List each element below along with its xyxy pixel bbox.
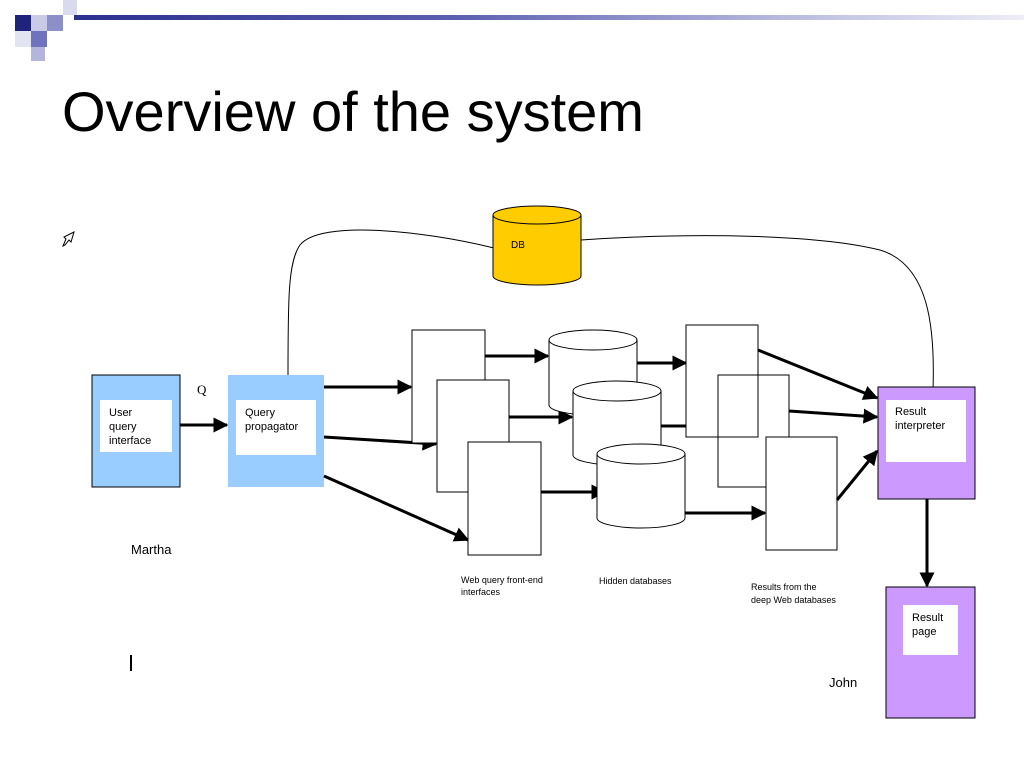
db-connector-left	[287, 229, 495, 378]
query-propagator-box: Query propagator	[228, 375, 324, 487]
result-box-3	[765, 436, 838, 551]
header-square-blue	[31, 31, 47, 47]
martha-label: Martha	[131, 542, 172, 557]
db-label: DB	[511, 240, 525, 251]
bullet-icon	[62, 231, 75, 248]
header-square-navy	[15, 15, 31, 31]
svg-text:Query propagator: Query propagator	[245, 407, 299, 433]
frontend-interface-box-3	[467, 441, 542, 556]
result-page-box: Result page	[885, 586, 976, 719]
db-cylinder: DB	[492, 205, 582, 286]
header-gradient-bar	[74, 15, 1024, 20]
svg-text:User query interfa: User query interface	[109, 407, 151, 447]
slide-title: Overview of the system	[62, 80, 644, 143]
arrow-results-to-interpreter-1	[757, 348, 879, 400]
svg-text:Result page: Result page	[912, 612, 946, 638]
hidden-databases-caption: Hidden databases	[599, 576, 672, 586]
header-square-pale	[15, 31, 31, 47]
arrow-qp-to-frontend-3	[323, 474, 470, 542]
header-square-mid	[47, 15, 63, 31]
rp-line-2: page	[912, 626, 936, 638]
result-box-2	[717, 374, 790, 488]
header-square-light	[63, 0, 77, 15]
db-connector-right	[580, 235, 934, 391]
header-square-lavender	[31, 15, 47, 31]
svg-text:Result interpreter: Result interpreter	[895, 406, 945, 432]
q-label: Q	[197, 382, 207, 397]
john-label: John	[829, 675, 857, 690]
result-box-1	[685, 324, 759, 438]
rp-line-1: Result	[912, 612, 943, 624]
header-square-faint	[31, 47, 45, 61]
web-query-caption: Web query front-end interfaces	[461, 575, 545, 597]
results-caption: Results from the deep Web databases	[751, 582, 836, 605]
qp-line-2: propagator	[245, 421, 299, 433]
ri-line-1: Result	[895, 406, 926, 418]
uqi-line-1: User	[109, 407, 133, 419]
qp-line-1: Query	[245, 407, 275, 419]
result-interpreter-box: Result interpreter	[877, 386, 976, 500]
uqi-line-3: interface	[109, 435, 151, 447]
hidden-database-3	[596, 443, 686, 529]
user-query-interface-box: User query interface	[91, 374, 181, 488]
arrow-results-to-interpreter-2	[788, 408, 879, 424]
arrow-results-to-interpreter-3	[835, 449, 879, 501]
ri-line-2: interpreter	[895, 420, 945, 432]
uqi-line-2: query	[109, 421, 137, 433]
